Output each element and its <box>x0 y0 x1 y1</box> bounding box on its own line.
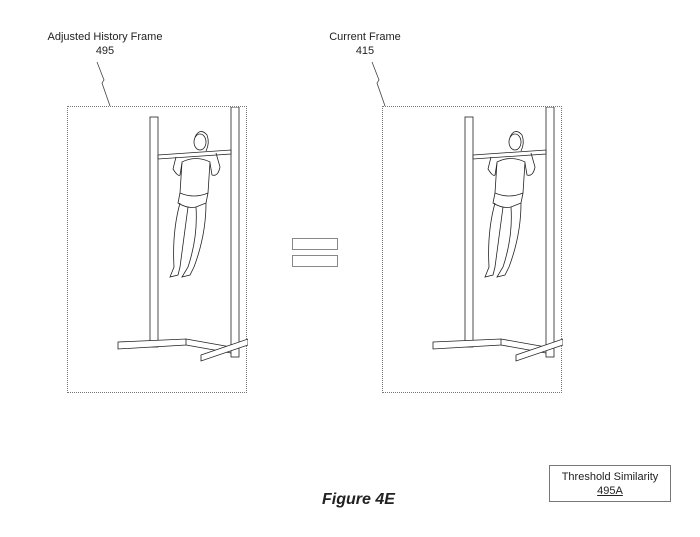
right-frame-label: Current Frame 415 <box>310 30 420 58</box>
figure-caption: Figure 4E <box>322 491 395 508</box>
threshold-similarity-box: Threshold Similarity 495A <box>549 465 671 502</box>
left-frame-label: Adjusted History Frame 495 <box>20 30 190 58</box>
left-frame-title: Adjusted History Frame <box>47 31 163 43</box>
right-leader-line <box>371 61 386 107</box>
equals-sign-bottom-bar <box>292 255 338 267</box>
left-leader-line <box>96 61 111 107</box>
right-frame-title: Current Frame <box>329 31 401 43</box>
pullup-illustration <box>432 106 564 362</box>
equals-sign-top-bar <box>292 238 338 250</box>
adjusted-history-frame <box>67 106 249 393</box>
threshold-title: Threshold Similarity <box>561 471 659 483</box>
pullup-illustration <box>117 106 249 362</box>
current-frame <box>382 106 564 393</box>
right-frame-ref: 415 <box>355 45 375 57</box>
left-frame-ref: 495 <box>95 45 115 57</box>
threshold-ref: 495A <box>597 485 623 497</box>
